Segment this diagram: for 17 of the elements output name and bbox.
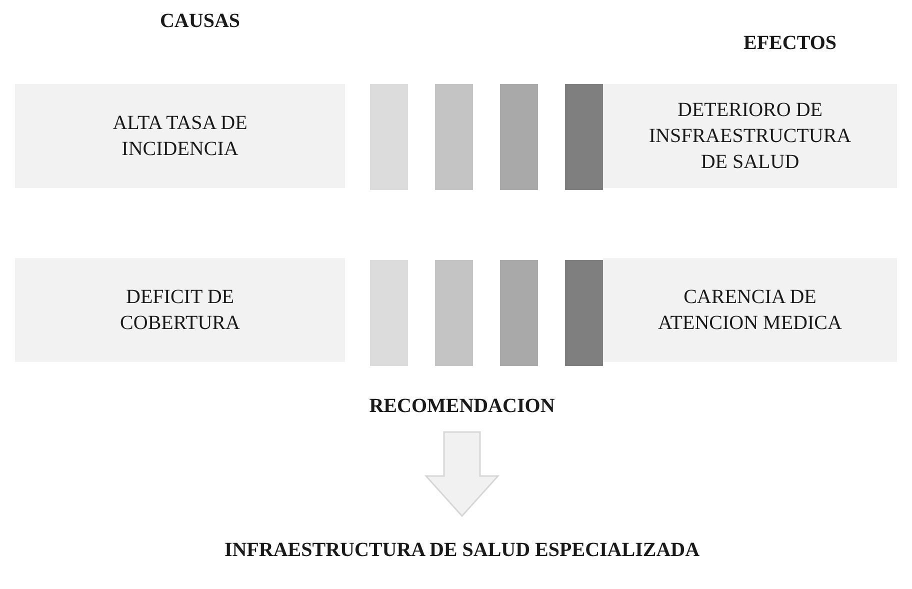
gradient-bar xyxy=(565,260,603,366)
text-box: CARENCIA DE ATENCION MEDICA xyxy=(603,258,897,362)
gradient-bar xyxy=(370,84,408,190)
gradient-bar xyxy=(435,84,473,190)
text-box: DETERIORO DE INSFRAESTRUCTURA DE SALUD xyxy=(603,84,897,188)
column-heading: CAUSAS xyxy=(158,9,242,34)
gradient-bar xyxy=(565,84,603,190)
column-heading: EFECTOS xyxy=(742,31,838,56)
gradient-bar xyxy=(500,260,538,366)
gradient-bar xyxy=(500,84,538,190)
gradient-bar xyxy=(370,260,408,366)
heading-text: INFRAESTRUCTURA DE SALUD ESPECIALIZADA xyxy=(170,536,754,564)
text-box: DEFICIT DE COBERTURA xyxy=(15,258,345,362)
gradient-bar xyxy=(435,260,473,366)
heading-text: RECOMENDACION xyxy=(342,392,582,420)
block-arrow xyxy=(424,431,500,518)
text-box: ALTA TASA DE INCIDENCIA xyxy=(15,84,345,188)
